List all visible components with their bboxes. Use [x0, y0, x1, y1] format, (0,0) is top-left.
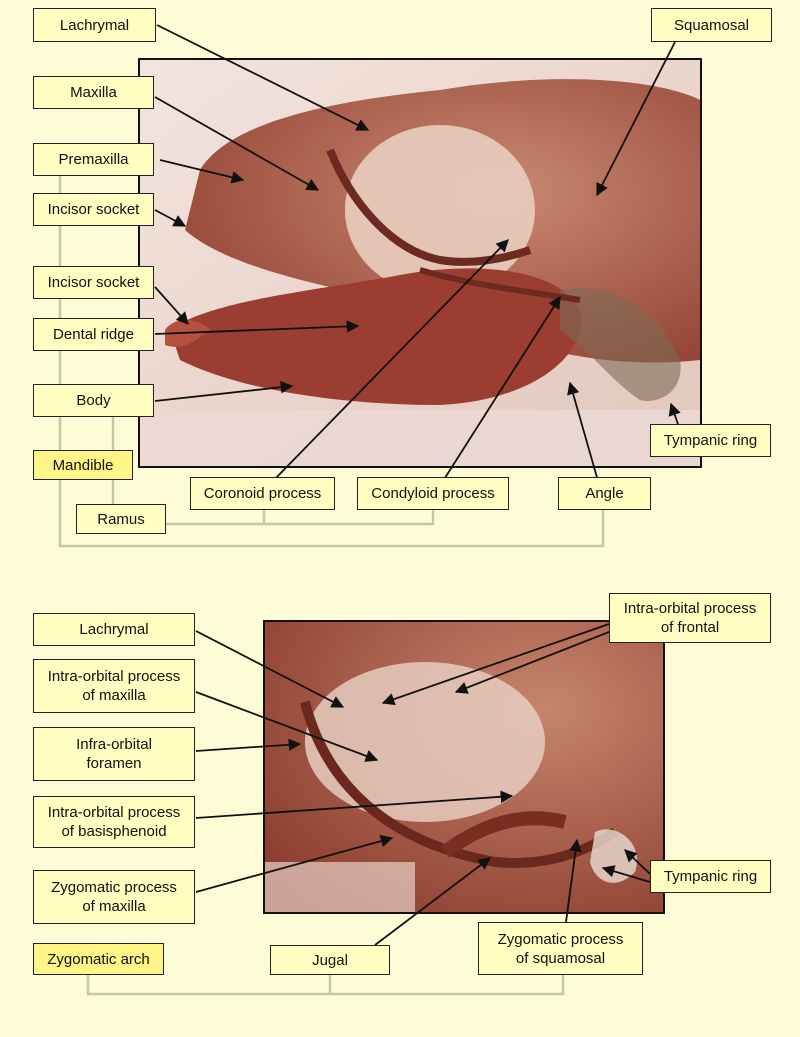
label-jugal: Jugal [270, 945, 390, 975]
bottom-skull-photo [263, 620, 665, 914]
label-infra-orbital-foramen: Infra-orbital foramen [33, 727, 195, 781]
label-maxilla: Maxilla [33, 76, 154, 109]
label-dental-ridge: Dental ridge [33, 318, 154, 351]
label-tympanic-ring-top: Tympanic ring [650, 424, 771, 457]
label-incisor-socket-lower: Incisor socket [33, 266, 154, 299]
label-zygomatic-process-squamosal: Zygomatic process of squamosal [478, 922, 643, 975]
label-zygomatic-arch: Zygomatic arch [33, 943, 164, 975]
label-incisor-socket-upper: Incisor socket [33, 193, 154, 226]
label-zygomatic-process-maxilla: Zygomatic process of maxilla [33, 870, 195, 924]
bottom-skull-image [265, 622, 663, 912]
label-tympanic-ring-bottom: Tympanic ring [650, 860, 771, 893]
label-intra-orbital-process-frontal: Intra-orbital process of frontal [609, 593, 771, 643]
label-mandible: Mandible [33, 450, 133, 480]
top-skull-photo [138, 58, 702, 468]
label-ramus: Ramus [76, 504, 166, 534]
label-premaxilla: Premaxilla [33, 143, 154, 176]
label-squamosal: Squamosal [651, 8, 772, 42]
top-skull-image [140, 60, 700, 466]
label-coronoid-process: Coronoid process [190, 477, 335, 510]
label-intra-orbital-process-basisphenoid: Intra-orbital process of basisphenoid [33, 796, 195, 848]
pointer-arrows [154, 24, 681, 946]
label-angle: Angle [558, 477, 651, 510]
label-body: Body [33, 384, 154, 417]
label-lachrymal-bottom: Lachrymal [33, 613, 195, 646]
label-condyloid-process: Condyloid process [357, 477, 509, 510]
label-intra-orbital-process-maxilla: Intra-orbital process of maxilla [33, 659, 195, 713]
label-lachrymal-top: Lachrymal [33, 8, 156, 42]
